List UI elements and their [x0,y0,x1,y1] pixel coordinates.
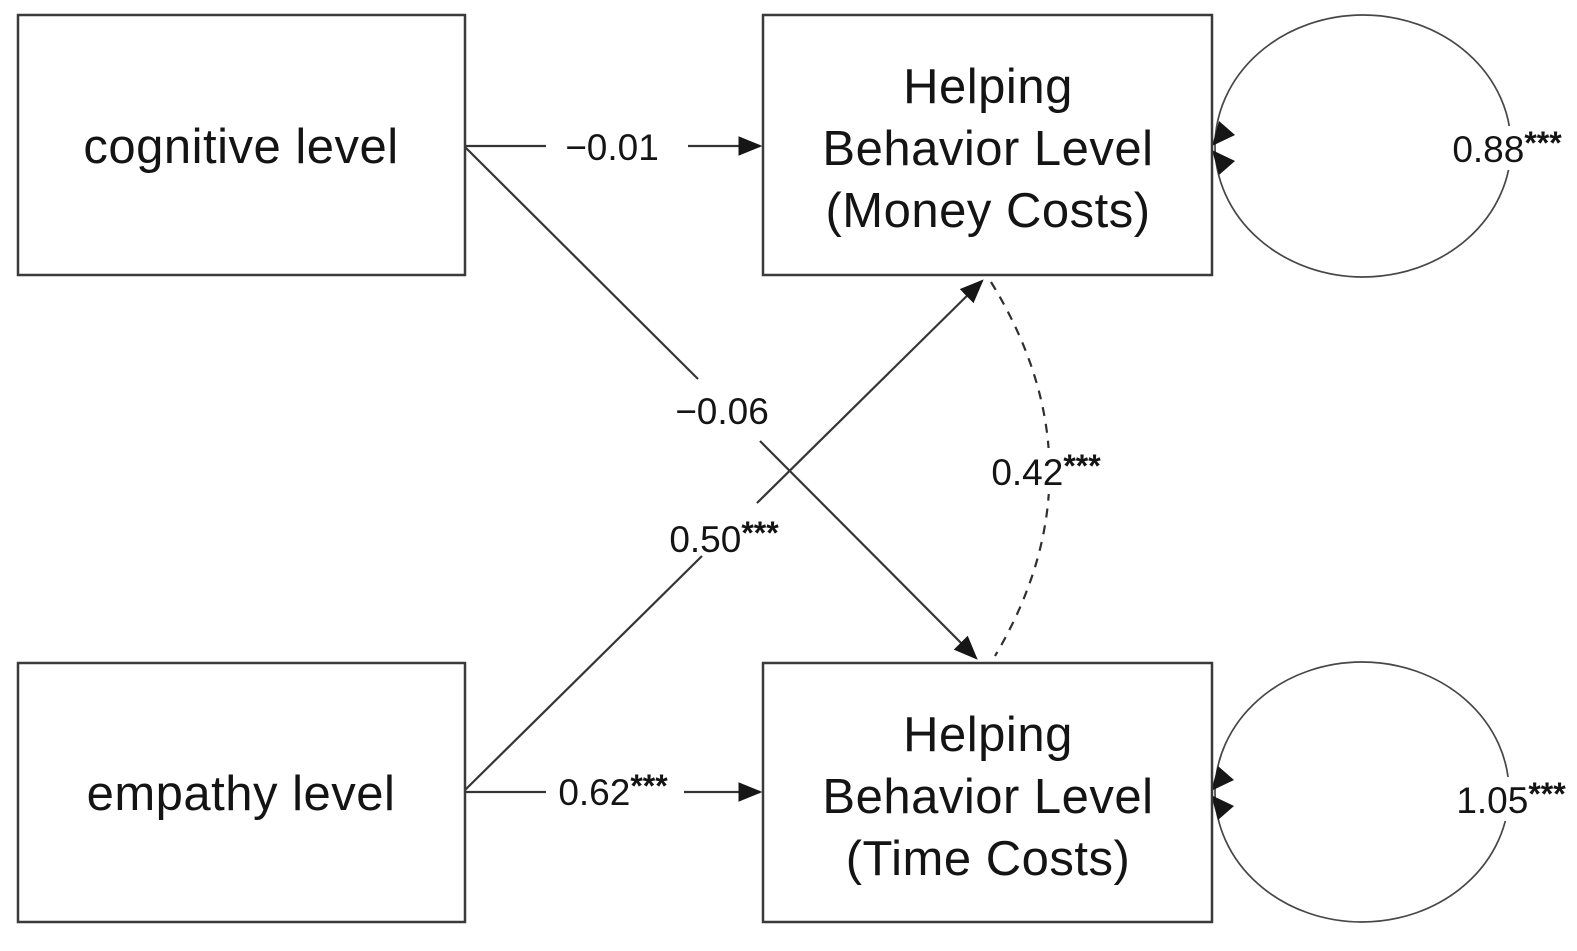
box-label-empathy: empathy level [87,767,396,821]
path-line-segment [464,555,703,791]
box-label-cognitive: cognitive level [83,120,398,174]
path-arrow-segment [759,440,978,660]
error-variance-label-time: 1.05*** [1456,776,1566,821]
covariance-label-background [984,448,1108,494]
box-rect [761,661,1214,924]
box-empathy-level: empathy level [16,661,467,924]
box-rect [761,13,1214,277]
path-line-segment [464,146,699,380]
box-helping-behavior-money: Helping Behavior Level (Money Costs) [761,13,1214,277]
coefficient-label-empathy-time: 0.62*** [558,768,668,813]
box-helping-behavior-time: Helping Behavior Level (Time Costs) [761,661,1214,924]
coefficient-label-cognitive-money: −0.01 [565,127,659,168]
coefficient-label-empathy-money: 0.50*** [669,515,779,560]
path-arrow-segment [756,279,984,504]
covariance-label: 0.42*** [991,448,1101,493]
error-label-background [1446,777,1576,821]
path-empathy-to-time: 0.62*** [465,768,763,813]
coefficient-label-cognitive-time: −0.06 [675,391,769,432]
box-rect [16,13,467,277]
covariance-dashed-curve [990,281,1051,657]
error-variance-label-money: 0.88*** [1452,125,1562,170]
error-loop-arrowhead-upper [1211,766,1234,791]
error-loop-arrowhead-upper [1212,121,1235,146]
error-loop-arrowhead-lower [1211,795,1234,820]
box-label-time-line1: Helping [903,708,1073,762]
error-term-money: 0.88*** [1212,14,1572,278]
box-label-money-line1: Helping [903,60,1073,114]
box-label-money-line2: Behavior Level [822,122,1153,176]
path-cognitive-to-money: −0.01 [465,127,763,168]
covariance-curve-money-time: 0.42*** [984,281,1108,657]
error-loop-arrowhead-lower [1212,150,1235,175]
path-empathy-to-money: 0.50*** [464,279,984,791]
box-cognitive-level: cognitive level [16,13,467,277]
error-label-background [1442,126,1572,170]
box-label-money-line3: (Money Costs) [825,184,1150,238]
box-label-time-line3: (Time Costs) [846,832,1131,886]
box-label-time-line2: Behavior Level [822,770,1153,824]
box-rect [16,661,467,924]
path-cognitive-to-time: −0.06 [464,146,978,660]
error-term-time: 1.05*** [1211,661,1576,923]
